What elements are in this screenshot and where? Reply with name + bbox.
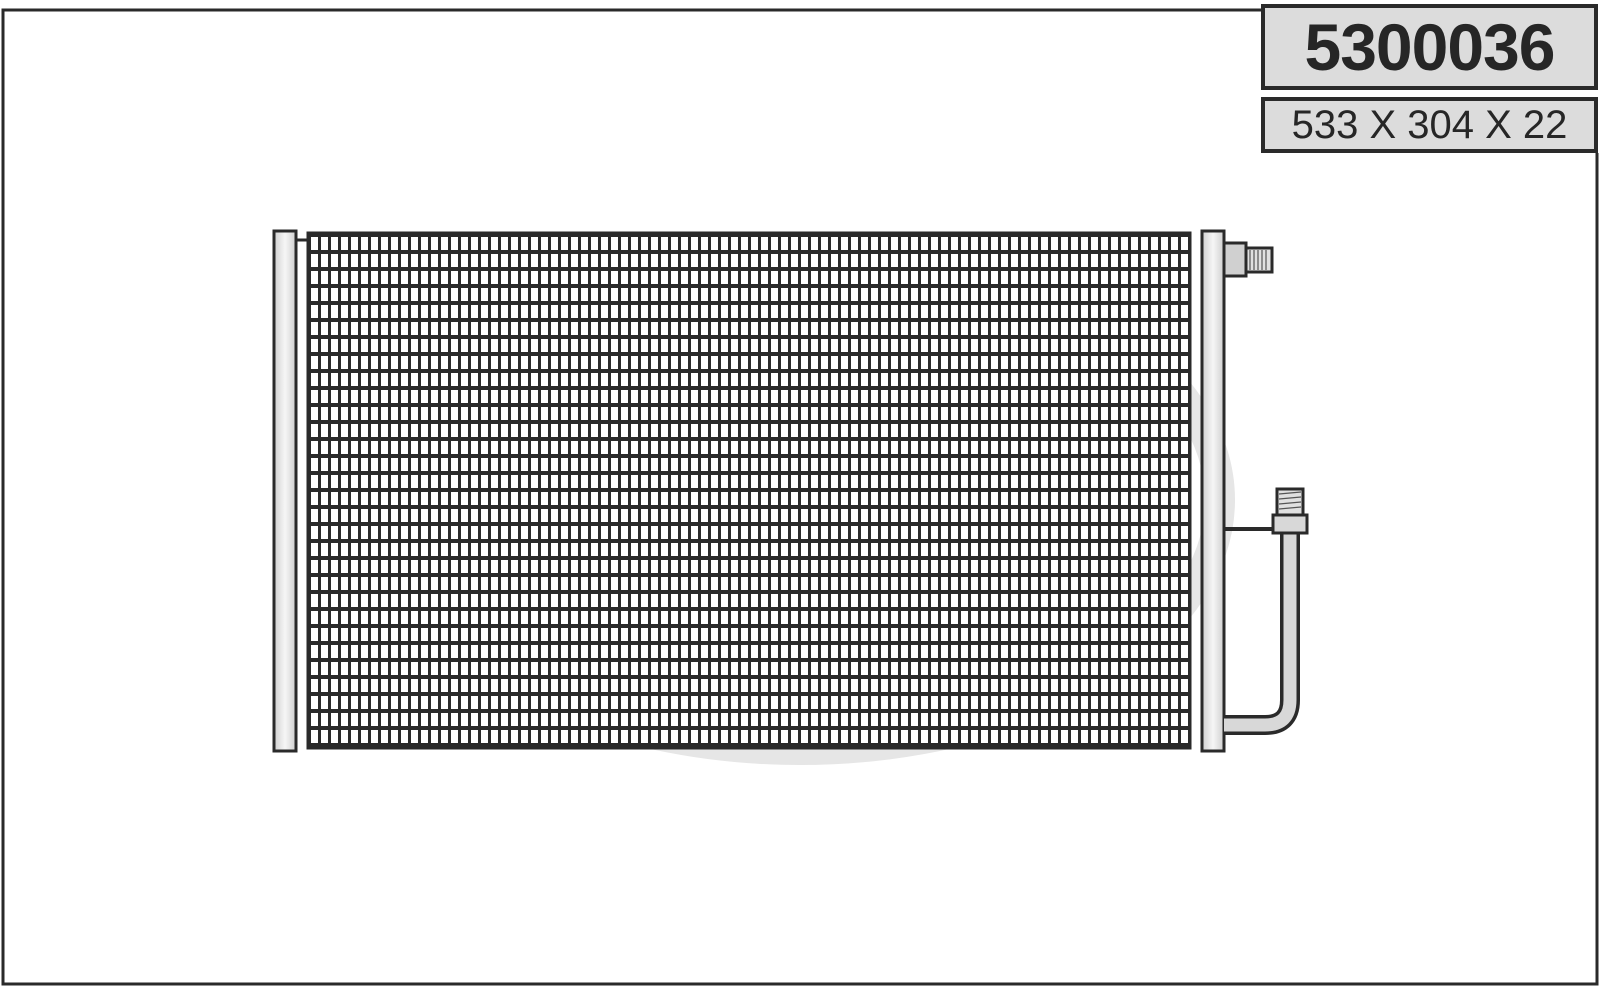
part-number-label: 5300036 xyxy=(1261,4,1598,90)
outlet-pipe xyxy=(1224,487,1309,735)
drawing-border xyxy=(1,8,1599,986)
dimensions-label: 533 X 304 X 22 xyxy=(1261,97,1598,153)
left-tank xyxy=(272,229,298,753)
core-grid xyxy=(306,231,1192,750)
top-fitting xyxy=(1222,241,1274,278)
right-tank xyxy=(1200,229,1226,753)
